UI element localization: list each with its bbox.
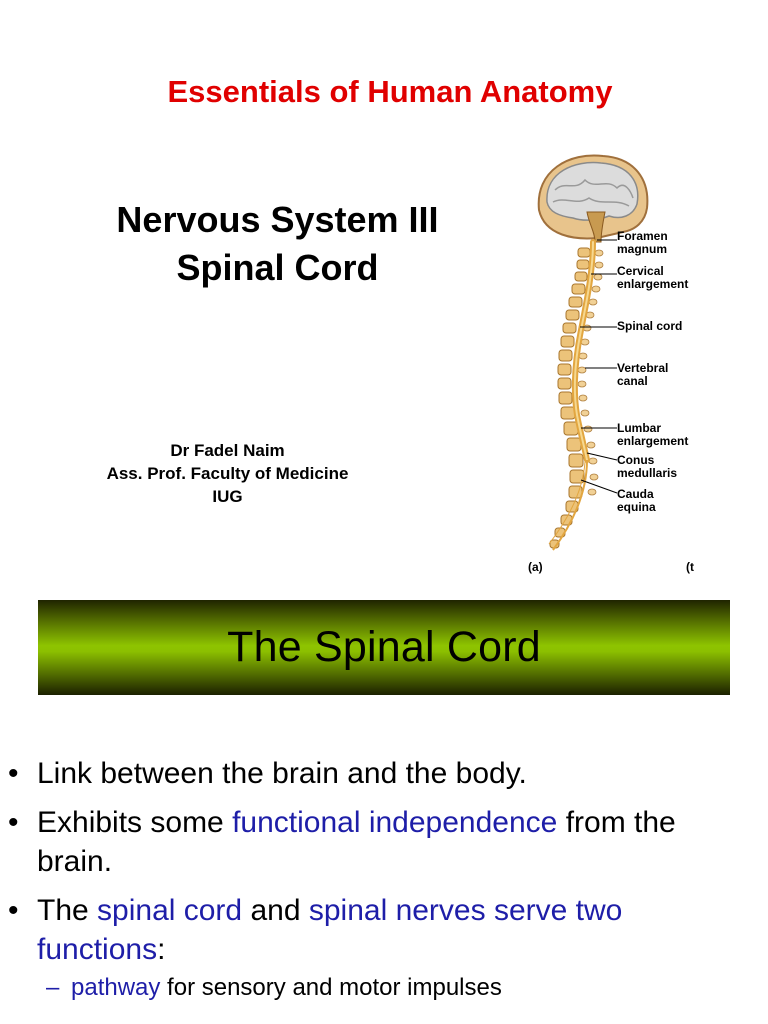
label-cervical-enlargement: Cervical enlargement	[617, 265, 688, 291]
section-banner: The Spinal Cord	[38, 600, 730, 695]
label-spinal-cord: Spinal cord	[617, 320, 682, 333]
label-vertebral-canal: Vertebral canal	[617, 362, 668, 388]
dash-icon: –	[46, 974, 60, 1001]
bullet-highlight: spinal nerves serve two functions	[37, 894, 623, 966]
figure-panel-b-label: (t	[686, 560, 694, 574]
label-cervical-line1: Cervical	[617, 264, 664, 278]
bullet-list: • Link between the brain and the body. •…	[0, 754, 768, 1003]
label-foramen-line1: Foramen	[617, 229, 668, 243]
section-title: The Spinal Cord	[227, 623, 541, 671]
label-conus-medullaris: Conus medullaris	[617, 454, 677, 480]
author-position: Ass. Prof. Faculty of Medicine	[106, 464, 349, 483]
bullet-text: The	[37, 894, 98, 927]
sub-bullet-highlight: pathway	[71, 974, 161, 1001]
bullet-text: and	[242, 894, 309, 927]
label-lumbar-line2: enlargement	[617, 434, 689, 448]
figure-panel-a-label: (a)	[528, 560, 543, 574]
label-spinal-cord-text: Spinal cord	[617, 319, 683, 333]
sub-bullet-item: – pathway for sensory and motor impulses	[0, 973, 768, 1003]
label-conus-line1: Conus	[617, 453, 655, 467]
bullet-item: • Exhibits some functional independence …	[0, 803, 727, 881]
bullet-text: Link between the brain and the body.	[37, 757, 527, 790]
lecture-title-line1: Nervous System III	[116, 199, 439, 240]
label-cauda-line2: equina	[617, 500, 656, 514]
spinal-column-illustration	[537, 154, 649, 551]
author-block: Dr Fadel Naim Ass. Prof. Faculty of Medi…	[60, 439, 395, 508]
label-lumbar-enlargement: Lumbar enlargement	[617, 422, 688, 448]
bullet-highlight: functional independence	[232, 806, 558, 839]
author-institution: IUG	[212, 487, 243, 506]
lecture-title-line2: Spinal Cord	[176, 247, 379, 288]
bullet-item: • Link between the brain and the body.	[0, 754, 727, 793]
spinal-cord-figure	[525, 150, 700, 580]
bullet-icon: •	[8, 806, 19, 839]
bullet-text: :	[157, 933, 166, 966]
author-name: Dr Fadel Naim	[170, 441, 285, 460]
bullet-item: • The spinal cord and spinal nerves serv…	[0, 891, 727, 969]
label-cervical-line2: enlargement	[617, 277, 689, 291]
label-foramen-magnum: Foramen magnum	[617, 230, 668, 256]
lecture-title: Nervous System III Spinal Cord	[60, 196, 495, 292]
label-conus-line2: medullaris	[617, 466, 678, 480]
sub-bullet-text: for sensory and motor impulses	[160, 974, 502, 1001]
bullet-icon: •	[8, 757, 19, 790]
label-cauda-line1: Cauda	[617, 487, 654, 501]
label-cauda-equina: Cauda equina	[617, 488, 656, 514]
label-vertebral-line1: Vertebral	[617, 361, 669, 375]
label-vertebral-line2: canal	[617, 374, 648, 388]
label-lumbar-line1: Lumbar	[617, 421, 662, 435]
label-foramen-line2: magnum	[617, 242, 668, 256]
bullet-text: Exhibits some	[37, 806, 233, 839]
bullet-text: from the brain.	[37, 806, 676, 878]
bullet-icon: •	[8, 894, 19, 927]
course-title: Essentials of Human Anatomy	[167, 74, 613, 109]
bullet-highlight: spinal cord	[97, 894, 243, 927]
